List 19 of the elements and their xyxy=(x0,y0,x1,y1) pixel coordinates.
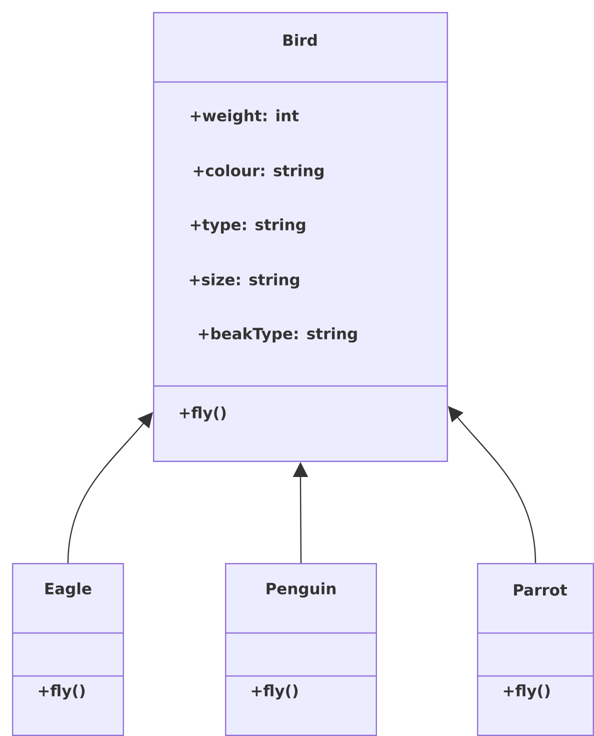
method-text: +fly() xyxy=(180,406,226,422)
inheritance-arrow xyxy=(67,412,153,564)
class-name: Penguin xyxy=(266,582,336,598)
class-box xyxy=(477,563,594,736)
class-box xyxy=(153,12,448,462)
method-text: +fly() xyxy=(38,684,85,700)
class-box xyxy=(12,563,124,736)
class-name: Parrot xyxy=(514,584,568,596)
attribute-text: +size: string xyxy=(190,273,300,289)
method-text: +fly() xyxy=(252,684,298,700)
class-box xyxy=(225,563,377,736)
attribute-text: +colour: string xyxy=(194,164,324,180)
attribute-text: +weight: int xyxy=(190,109,299,125)
attribute-text: +beakType: string xyxy=(198,327,357,343)
class-name: Bird xyxy=(284,34,317,46)
attribute-text: +type: string xyxy=(190,218,306,234)
method-text: +fly() xyxy=(504,684,550,700)
inheritance-arrow xyxy=(448,406,536,564)
class-name: Eagle xyxy=(45,582,92,598)
